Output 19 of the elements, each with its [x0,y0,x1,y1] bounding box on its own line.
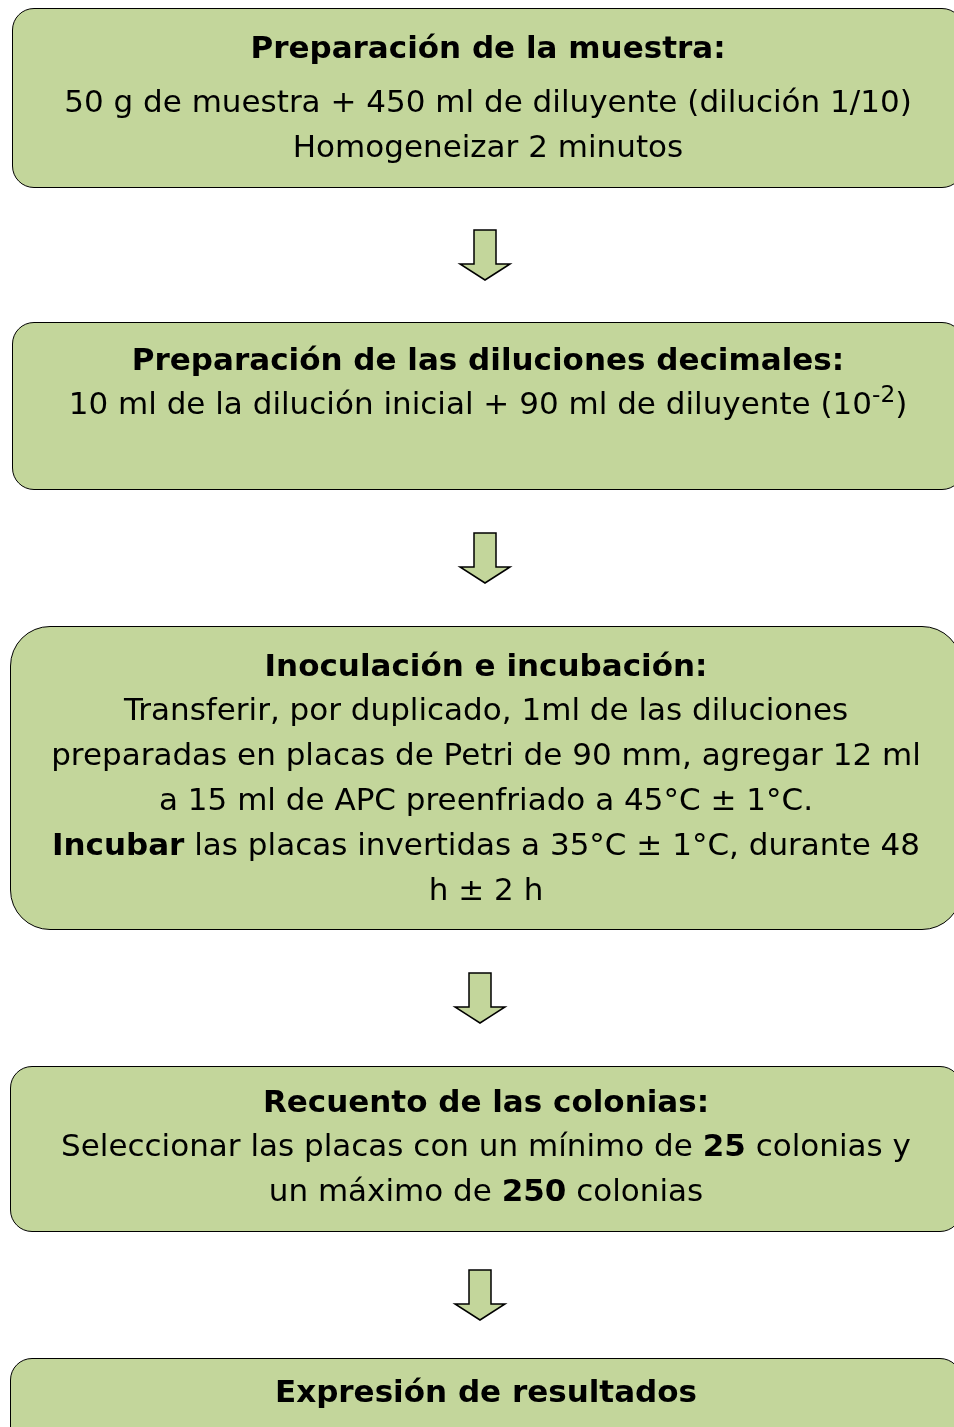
step-description: 10 ml de la dilución inicial + 90 ml de diluyente (10$^{-2}$) [67,381,909,423]
step-description: Transferir, por duplicado, 1ml de las diluciones preparadas en placas de Petri de 90 mm, agregar 12 ml a 15 ml de APC preenfriado a 45°C ± 1°C. [50,690,922,819]
step-description: Homogeneizar 2 minutos [291,127,685,166]
step-description: 50 g de muestra + 450 ml de diluyente (dilución 1/10) [63,82,913,121]
step-heading: Expresión de resultados [273,1372,699,1411]
step-description: Seleccionar las placas con un mínimo de 25 colonias y un máximo de 250 colonias [60,1126,912,1210]
step-heading: Recuento de las colonias: [261,1082,711,1121]
step-heading: Preparación de la muestra: [249,28,727,67]
block-arrow [452,1269,508,1321]
process-box [12,322,954,490]
step-description: Incubar las placas invertidas a 35°C ± 1°C, durante 48 h ± 2 h [50,825,922,909]
step-heading: Inoculación e incubación: [263,646,709,685]
step-heading: Preparación de las diluciones decimales: [130,340,846,379]
block-arrow [457,229,513,281]
process-box [10,1066,954,1232]
process-box [12,8,954,188]
process-box [10,626,954,930]
block-arrow [452,972,508,1024]
block-arrow [457,532,513,584]
